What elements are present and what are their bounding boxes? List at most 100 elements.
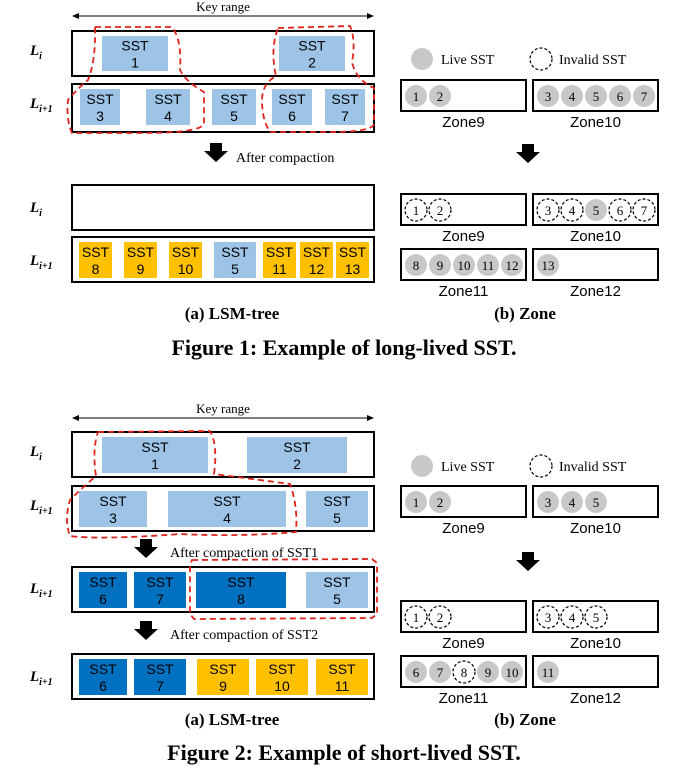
fig2-compaction-arrow-1: [134, 539, 158, 558]
fig1-li-box-bottom: [71, 184, 375, 231]
fig2-sst-2: SST2: [247, 437, 347, 473]
fig1-sst-2-number: 2: [308, 55, 316, 71]
fig1-zone11-after-sst-8-number: 8: [413, 258, 420, 273]
fig2-zone11-after-sst-10: 10: [501, 661, 523, 683]
fig2-zone11-after-sst-8-circle: [452, 660, 476, 684]
fig1-zone11-after-sst-9-number: 9: [437, 258, 444, 273]
fig2-compaction-group-sst2: [189, 558, 378, 620]
fig2-level-i-top-main: L: [29, 444, 39, 460]
fig1-new-sst-8-label: SST: [82, 244, 110, 260]
fig1-sst-2-label: SST: [298, 38, 326, 54]
fig2-new-sst-11-block: [316, 659, 368, 695]
fig1-key-range-left-arrowhead: [72, 13, 79, 19]
fig2-zone10-before-box: [532, 485, 659, 518]
fig1-zone10-after-sst-3: 3: [536, 198, 560, 222]
fig1-caption-a: (a) LSM-tree: [185, 304, 280, 323]
fig2-level-i1-top: Li+1: [29, 498, 53, 517]
fig1-zone9-before-box: [400, 79, 527, 112]
fig2-zone9-before-sst-1-circle: [405, 491, 427, 513]
fig1-level-i1-top: Li+1: [29, 96, 53, 115]
fig2-level-i-top-sub: i: [39, 452, 42, 463]
fig1-level-i-bottom-sub: i: [39, 208, 42, 219]
fig2-zone12-after-box: [532, 655, 659, 688]
fig2-zone10-before-sst-3: 3: [537, 491, 559, 513]
fig1-new-sst-9-label: SST: [127, 244, 155, 260]
fig2-level-i1-top-sub: i+1: [39, 506, 52, 517]
fig1-li-box-top: [71, 30, 375, 77]
fig2-zone9-after-box: [400, 600, 527, 633]
fig1-caption-b: (b) Zone: [494, 304, 556, 323]
fig2-new-sst-11-label: SST: [328, 661, 356, 677]
fig1-zone9-before-sst-2-number: 2: [437, 89, 444, 104]
fig2-zone11-after-sst-7: 7: [429, 661, 451, 683]
fig1-sst-3-block: [80, 89, 120, 125]
fig2-zone10-before-sst-5: 5: [585, 491, 607, 513]
fig2-zone11-after-sst-9-number: 9: [485, 665, 492, 680]
fig1-zone11-after-sst-10-circle: [453, 254, 475, 276]
fig1-sst-3-number: 3: [96, 108, 104, 124]
fig1-zone10-after-sst-5-number: 5: [593, 203, 600, 218]
fig1-zone10-after-sst-4: 4: [560, 198, 584, 222]
fig2-sst-2-block: [247, 437, 347, 473]
fig1-zone9-before-sst-1-number: 1: [413, 89, 420, 104]
fig2-sst-1-label: SST: [141, 439, 169, 455]
fig1-zone10-after-sst-5: 5: [585, 199, 607, 221]
fig2-new-sst-7-block: [134, 659, 186, 695]
fig2-new-sst-6-number: 6: [99, 678, 107, 694]
fig1-level-i-bottom: Li: [29, 200, 42, 219]
fig1-level-i-top-sub: i: [39, 51, 42, 62]
fig2-mid-sst-5-block: [306, 572, 368, 608]
fig2-mid-sst-7-label: SST: [146, 574, 174, 590]
fig1-new-sst-12-block: [300, 242, 333, 278]
fig1-sst-7-number: 7: [341, 108, 349, 124]
fig2-zone10-after-sst-3-number: 3: [545, 610, 552, 625]
fig1-zone10-after-sst-5-circle: [585, 199, 607, 221]
fig1-zone9-before-label: Zone9: [442, 114, 485, 131]
fig2-new-sst-6-label: SST: [89, 661, 117, 677]
fig2-mid-sst-8-label: SST: [227, 574, 255, 590]
fig2-zone9-after-sst-2: 2: [428, 605, 452, 629]
fig1-compaction-arrow: [204, 143, 228, 162]
fig1-sst-7-label: SST: [331, 91, 359, 107]
fig2-zone11-after-sst-6-number: 6: [413, 665, 420, 680]
fig1-sst-4-number: 4: [164, 108, 172, 124]
fig2-sst-4-label: SST: [213, 493, 241, 509]
fig2-zone11-after-sst-9: 9: [477, 661, 499, 683]
fig2-zone11-after-sst-6-circle: [405, 661, 427, 683]
fig2-new-sst-11-number: 11: [335, 678, 350, 694]
fig1-sst-2-block: [279, 36, 345, 71]
fig1-zone10-after-sst-7-circle: [632, 198, 656, 222]
fig2-zone10-before-sst-4-number: 4: [569, 495, 576, 510]
fig1-zone10-after-sst-6-number: 6: [617, 203, 624, 218]
fig1-new-sst-5-number: 5: [231, 261, 239, 277]
fig1-zone9-before-sst-2: 2: [429, 85, 451, 107]
fig2-sst-3-label: SST: [99, 493, 127, 509]
fig2-zone10-after-sst-5-number: 5: [593, 610, 600, 625]
live-sst-legend-label: Live SST: [441, 460, 495, 475]
fig1-level-i1-bottom: Li+1: [29, 253, 53, 272]
fig1-zone9-after-sst-1-circle: [404, 198, 428, 222]
fig2-mid-sst-5-number: 5: [333, 591, 341, 607]
fig2-level-i1-bottom-sub: i+1: [39, 677, 52, 688]
fig2-zone10-before-sst-3-circle: [537, 491, 559, 513]
fig1-level-i-top: Li: [29, 43, 42, 62]
fig2-zone11-after-sst-7-number: 7: [437, 665, 444, 680]
fig1-zone10-before-sst-3: 3: [537, 85, 559, 107]
fig1-zone10-before-sst-4-circle: [561, 85, 583, 107]
fig2-zone9-before-sst-1: 1: [405, 491, 427, 513]
fig2-zone10-before-sst-4: 4: [561, 491, 583, 513]
fig1-key-range-right-arrowhead: [367, 13, 374, 19]
fig2-mid-sst-8-block: [196, 572, 286, 608]
fig2-zone9-after: Zone9: [400, 600, 527, 652]
fig2-new-sst-7-number: 7: [156, 678, 164, 694]
fig1-zone10-after-sst-6: 6: [608, 198, 632, 222]
fig2-zone10-after: Zone10: [532, 600, 659, 652]
fig1-new-sst-11-block: [263, 242, 296, 278]
